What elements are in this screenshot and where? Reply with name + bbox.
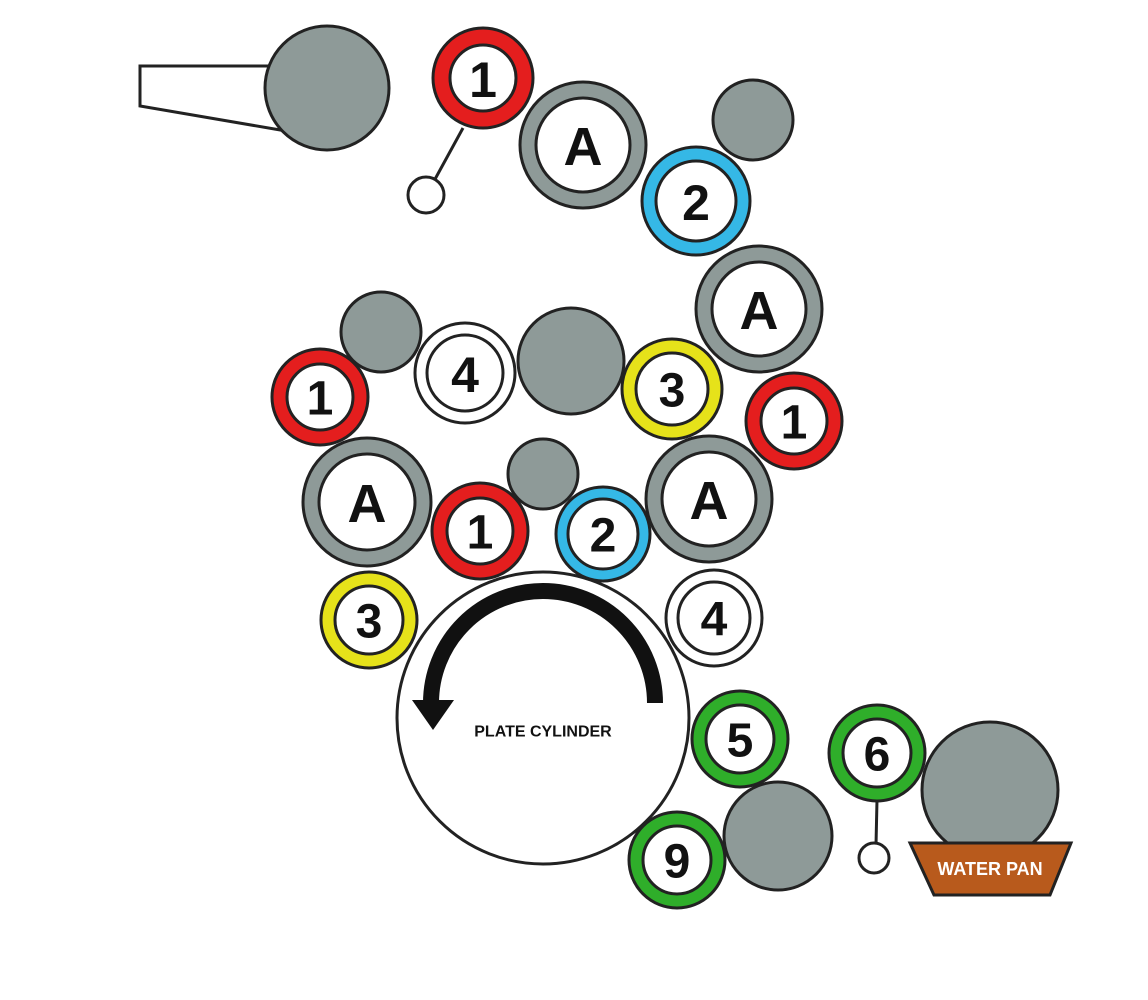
roller-A-top: A: [518, 80, 648, 210]
roller-2-center: 2: [554, 485, 652, 583]
rotation-arrow: [423, 583, 663, 704]
roller-label: 1: [307, 373, 334, 426]
water-fountain-roller: [920, 720, 1060, 860]
plate-cylinder-label: PLATE CYLINDER: [474, 724, 612, 741]
roller-6: 6: [827, 703, 927, 803]
plate-cylinder: [395, 570, 691, 866]
roller-label: 6: [864, 729, 891, 782]
roller-label: 1: [781, 397, 808, 450]
roller-label: 1: [467, 507, 494, 560]
roller-9: 9: [627, 810, 727, 910]
roller-label: A: [690, 471, 729, 531]
ductor-pivot: [857, 841, 891, 875]
roller-label: A: [740, 281, 779, 341]
rotation-arrowhead: [412, 700, 454, 730]
roller-4-mid: 4: [413, 321, 517, 425]
roller-1-center: 1: [430, 481, 530, 581]
roller-label: A: [564, 117, 603, 177]
gray-roller: [711, 78, 795, 162]
ductor-arm: [874, 799, 879, 846]
fountain-roller: [263, 24, 391, 152]
roller-label: 4: [701, 594, 728, 647]
roller-A-left: A: [301, 436, 433, 568]
roller-4-low: 4: [664, 568, 764, 668]
gray-roller: [506, 437, 580, 511]
roller-label: 4: [451, 347, 479, 403]
water-pan-label: WATER PAN: [937, 859, 1042, 879]
roller-label: 3: [356, 596, 383, 649]
gray-roller: [722, 780, 834, 892]
roller-2-top: 2: [640, 145, 752, 257]
roller-label: 9: [664, 836, 691, 889]
ductor-pivot: [406, 175, 446, 215]
roller-label: A: [348, 474, 387, 534]
roller-5: 5: [690, 689, 790, 789]
roller-1-right: 1: [744, 371, 844, 471]
roller-label: 3: [659, 365, 686, 418]
roller-label: 2: [682, 175, 710, 231]
roller-3-mid: 3: [620, 337, 724, 441]
roller-1-left: 1: [270, 347, 370, 447]
roller-label: 1: [469, 52, 497, 108]
roller-label: 2: [590, 510, 617, 563]
roller-3-low: 3: [319, 570, 419, 670]
water-pan: [907, 841, 1074, 897]
roller-A-right: A: [694, 244, 824, 374]
roller-A-center-right: A: [644, 434, 774, 564]
gray-roller: [339, 290, 423, 374]
roller-1-top: 1: [431, 26, 535, 130]
roller-label: 5: [727, 715, 754, 768]
gray-roller: [516, 306, 626, 416]
